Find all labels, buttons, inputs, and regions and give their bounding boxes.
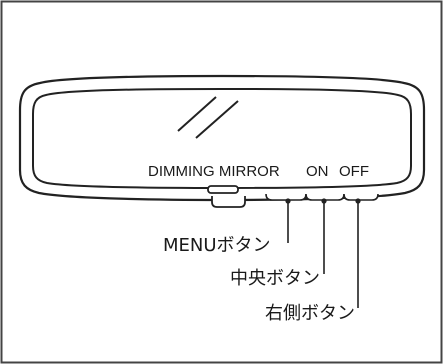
right-button-shape[interactable] — [343, 193, 379, 201]
off-label: OFF — [339, 163, 369, 180]
mirror-glass — [32, 87, 412, 190]
menu-button-label: MENUボタン — [163, 235, 271, 256]
callout-leaders — [285, 198, 361, 308]
rearview-mirror: DIMMING MIRROR ON OFF — [18, 74, 426, 208]
dimming-mirror-label: DIMMING MIRROR — [148, 163, 280, 180]
mount-tab — [211, 196, 246, 208]
sensor-window — [207, 185, 239, 194]
reflection-line-1 — [177, 96, 217, 132]
menu-button-shape[interactable] — [265, 193, 307, 201]
reflection-line-2 — [195, 100, 239, 139]
center-button-label: 中央ボタン — [230, 268, 320, 289]
right-button-label: 右側ボタン — [265, 303, 355, 324]
on-label: ON — [306, 163, 329, 180]
